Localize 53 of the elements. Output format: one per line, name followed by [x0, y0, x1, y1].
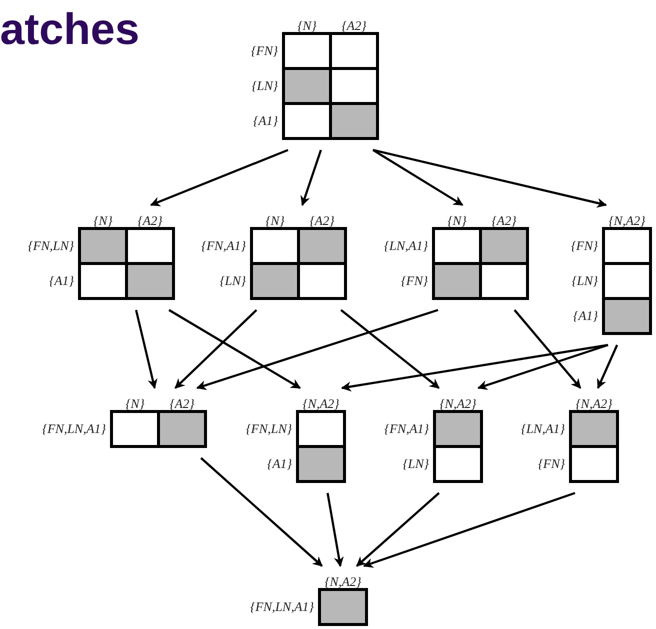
- column-label: {N}: [447, 214, 467, 227]
- arrow: [477, 344, 608, 390]
- row-label: {LN}: [402, 457, 429, 470]
- column-label: {N}: [265, 214, 285, 227]
- arrow: [372, 149, 464, 206]
- arrow: [356, 492, 440, 567]
- column-label: {N,A2}: [576, 397, 612, 410]
- arrow: [341, 344, 608, 392]
- row-label: {FN}: [538, 457, 565, 470]
- column-label: {A2}: [170, 397, 194, 410]
- arrow: [174, 309, 258, 389]
- row-label: {LN,A1}: [521, 422, 565, 435]
- column-label: {N}: [297, 19, 317, 32]
- row-label: {LN}: [252, 79, 278, 92]
- column-label: {N}: [125, 397, 145, 410]
- arrow: [596, 344, 618, 389]
- row-label: {FN,LN,A1}: [250, 600, 314, 613]
- arrow: [363, 492, 576, 568]
- row-label: {FN,LN}: [28, 239, 74, 252]
- column-label: {A2}: [342, 19, 366, 32]
- arrow: [135, 310, 158, 389]
- row-label: {LN}: [572, 274, 598, 287]
- slide-title: atches: [0, 8, 140, 52]
- arrow: [326, 492, 344, 567]
- row-label: {FN}: [250, 44, 278, 57]
- column-label: {N}: [93, 214, 113, 227]
- arrow: [150, 148, 288, 206]
- row-label: {A1}: [253, 114, 278, 127]
- column-label: {N,A2}: [440, 397, 476, 410]
- column-label: {A2}: [310, 214, 334, 227]
- row-label: {FN,LN}: [246, 422, 292, 435]
- row-label: {FN,A1}: [384, 422, 429, 435]
- arrow: [200, 457, 323, 567]
- arrow: [372, 148, 607, 208]
- column-label: {N,A2}: [608, 214, 646, 227]
- arrow: [168, 309, 301, 389]
- arrow: [514, 309, 582, 389]
- column-label: {N,A2}: [302, 397, 340, 410]
- column-label: {A2}: [138, 214, 162, 227]
- arrow: [340, 309, 440, 389]
- row-label: {LN,A1}: [384, 239, 428, 252]
- column-label: {A2}: [492, 214, 516, 227]
- row-label: {FN,LN,A1}: [42, 422, 106, 435]
- row-label: {FN}: [400, 274, 428, 287]
- row-label: {LN}: [220, 274, 246, 287]
- row-label: {A1}: [267, 457, 292, 470]
- row-label: {FN,A1}: [201, 239, 246, 252]
- column-label: {N,A2}: [324, 575, 362, 588]
- row-label: {A1}: [49, 274, 74, 287]
- row-label: {A1}: [573, 309, 598, 322]
- row-label: {FN}: [570, 239, 598, 252]
- arrow: [196, 308, 438, 390]
- arrow: [300, 150, 322, 206]
